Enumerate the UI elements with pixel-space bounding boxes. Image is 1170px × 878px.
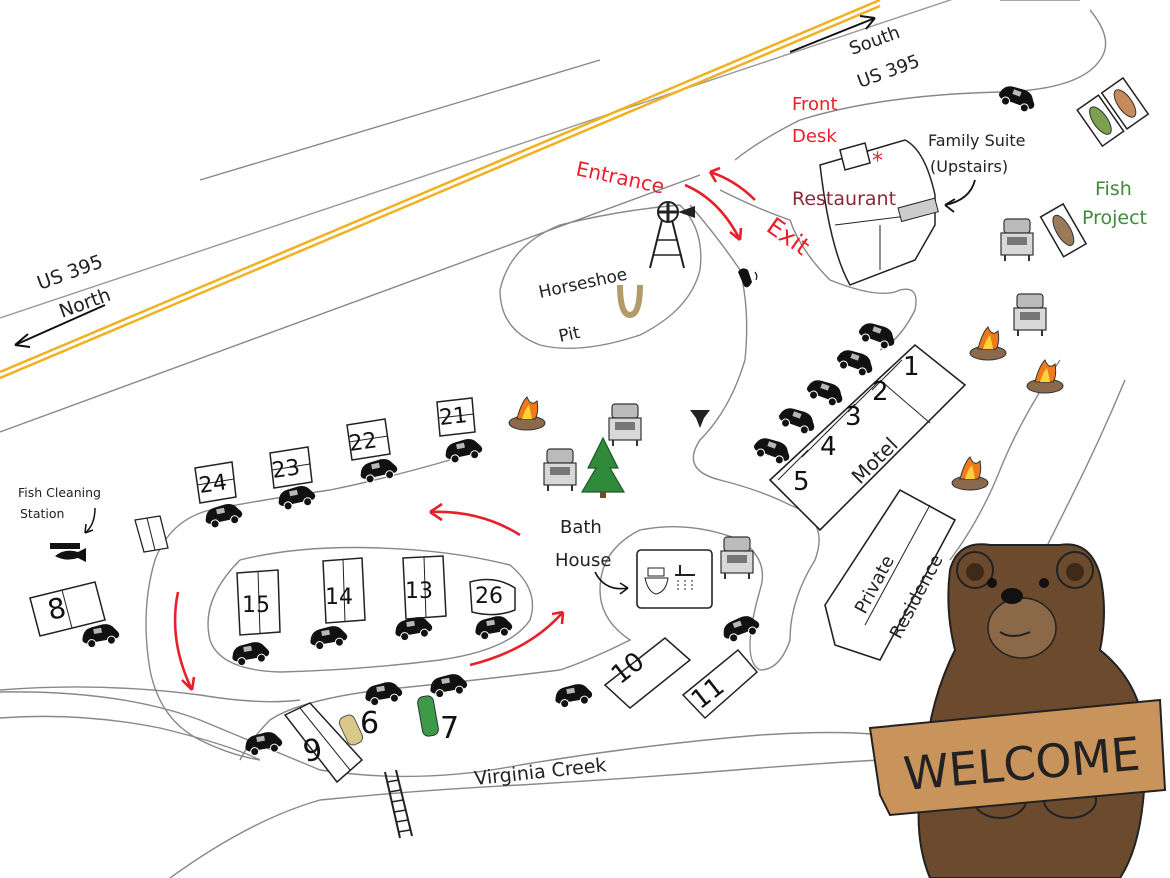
car-icon xyxy=(803,375,847,410)
motel-building: 1 2 3 4 5 Motel xyxy=(768,343,967,532)
shower-icon xyxy=(675,565,695,592)
site-7-pad xyxy=(417,695,439,737)
exit-arrow-icon xyxy=(708,166,756,201)
bath-house: Bath House xyxy=(555,517,713,609)
us-395-highway xyxy=(0,0,1080,433)
phone-icon xyxy=(738,268,758,288)
campfire-icon xyxy=(951,456,989,491)
horseshoe-pit: Horseshoe Pit xyxy=(537,265,643,347)
campfire-icon xyxy=(508,396,546,431)
car-icon xyxy=(79,621,122,650)
grill-icon xyxy=(608,403,642,447)
fish-icon xyxy=(50,543,86,562)
site-26: 26 xyxy=(475,584,503,609)
car-icon xyxy=(995,81,1039,116)
grill-icon xyxy=(1000,218,1034,262)
campfire-icon xyxy=(1026,359,1064,394)
bridge-icon xyxy=(384,769,413,839)
car-icon xyxy=(392,614,435,643)
private-residence: Private Residence xyxy=(824,488,957,661)
site-6-pad xyxy=(338,714,364,746)
toilet-icon xyxy=(644,567,669,595)
car-icon xyxy=(307,623,350,652)
svg-text:Station: Station xyxy=(20,506,64,521)
campfire-icon xyxy=(969,326,1007,361)
site-15: 15 xyxy=(242,593,270,618)
car-icon xyxy=(552,681,595,710)
site-14: 14 xyxy=(325,585,353,610)
family-suite-arrow-icon xyxy=(944,179,976,213)
site-3: 3 xyxy=(845,402,862,432)
restaurant-patio xyxy=(897,197,939,223)
fish-cleaning-station: Fish Cleaning Station xyxy=(18,485,169,562)
car-icon xyxy=(275,482,318,513)
horseshoe-label-2: Pit xyxy=(557,323,582,347)
pine-tree-icon xyxy=(580,436,626,498)
creek-label: Virginia Creek xyxy=(473,754,607,790)
car-icon xyxy=(775,403,819,438)
welcome-sign: WELCOME xyxy=(868,698,1167,817)
bath-house-label-1: Bath xyxy=(560,517,602,538)
site-6: 6 xyxy=(360,706,379,741)
site-13: 13 xyxy=(405,579,433,604)
car-icon xyxy=(357,455,400,486)
site-22: 22 xyxy=(347,428,378,457)
ev-charger-icon xyxy=(690,410,710,428)
fish-cleaning-arrow-icon xyxy=(84,507,96,534)
car-icon xyxy=(472,613,515,642)
car-icon xyxy=(427,671,470,700)
fish-project-label-1: Fish xyxy=(1095,178,1132,200)
windmill-icon xyxy=(649,201,695,269)
campground-roads xyxy=(0,9,1126,761)
restaurant-label: Restaurant xyxy=(792,188,896,210)
front-desk-label-1: Front xyxy=(792,94,838,115)
site-21: 21 xyxy=(438,403,468,431)
traffic-flow-arrows xyxy=(173,502,565,691)
north-arrow-icon xyxy=(14,304,106,348)
bath-house-arrow-icon xyxy=(594,571,629,595)
main-lodge-building: * xyxy=(819,139,939,286)
car-icon xyxy=(229,639,272,668)
site-7: 7 xyxy=(440,711,459,746)
site-24: 24 xyxy=(197,470,228,499)
exit-label: Exit xyxy=(708,166,815,261)
campsite-boxes xyxy=(29,397,759,784)
grill-icon xyxy=(543,448,577,492)
horseshoe-icon xyxy=(617,284,643,319)
fish-project-label-2: Project xyxy=(1082,207,1147,229)
campsite-numbers: 8 24 23 22 21 15 14 13 26 9 6 7 10 11 xyxy=(45,403,731,770)
virginia-creek: Virginia Creek xyxy=(0,691,881,878)
site-2: 2 xyxy=(872,377,889,407)
front-desk-label-2: Desk xyxy=(792,126,837,147)
site-1: 1 xyxy=(903,352,920,382)
car-icon xyxy=(202,500,245,531)
family-suite-label-1: Family Suite xyxy=(928,131,1025,150)
grill-icon xyxy=(1013,293,1047,337)
site-4: 4 xyxy=(820,432,837,462)
bath-house-label-2: House xyxy=(555,550,611,571)
car-icon xyxy=(750,433,794,468)
car-icon xyxy=(855,318,899,353)
highway-north-label: US 395 North xyxy=(14,251,114,348)
car-icon xyxy=(833,345,877,380)
entrance-arrow-icon xyxy=(684,183,743,242)
car-icon xyxy=(719,611,763,646)
horseshoe-label-1: Horseshoe xyxy=(537,265,629,303)
svg-text:South: South xyxy=(847,22,903,60)
svg-text:US 395: US 395 xyxy=(855,51,923,93)
highway-south-label: South US 395 xyxy=(789,15,923,93)
car-icon xyxy=(362,679,405,708)
site-23: 23 xyxy=(270,455,301,484)
fish-project: Fish Project xyxy=(1039,76,1150,258)
front-desk-marker-icon: * xyxy=(872,149,883,174)
site-5: 5 xyxy=(793,467,810,497)
south-arrow-icon xyxy=(789,15,876,53)
grill-icon xyxy=(720,536,754,580)
family-suite-label-2: (Upstairs) xyxy=(930,157,1008,176)
svg-text:Fish Cleaning: Fish Cleaning xyxy=(18,485,101,500)
